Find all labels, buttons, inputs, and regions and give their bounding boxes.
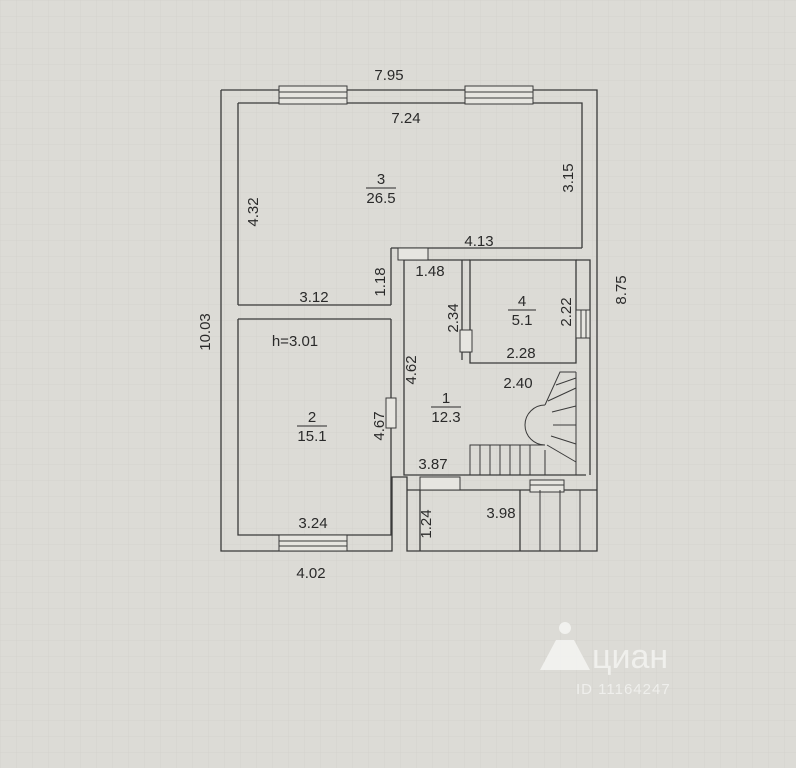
door-entrance bbox=[419, 476, 461, 491]
window-porch bbox=[529, 479, 565, 493]
ceiling-height: h=3.01 bbox=[272, 333, 318, 350]
dim-bottom-inner: 3.24 bbox=[298, 515, 327, 532]
dim-partition-height: 1.18 bbox=[372, 267, 389, 296]
room-area: 26.5 bbox=[366, 190, 395, 207]
staircase bbox=[469, 371, 577, 475]
door-room3 bbox=[397, 247, 429, 261]
room-number: 1 bbox=[442, 390, 450, 407]
room-2-label: 2 15.1 bbox=[297, 409, 327, 445]
doors bbox=[385, 247, 473, 491]
dim-room4-left: 2.34 bbox=[445, 303, 462, 332]
porch-steps bbox=[539, 490, 581, 551]
room-area: 5.1 bbox=[512, 312, 533, 329]
dim-corridor-top: 1.48 bbox=[415, 263, 444, 280]
dim-room3-left: 4.32 bbox=[245, 197, 262, 226]
room-number: 3 bbox=[377, 171, 385, 188]
dim-inner-width-top: 7.24 bbox=[391, 110, 420, 127]
dim-porch-width: 3.98 bbox=[486, 505, 515, 522]
dimension-labels: 7.95 7.24 10.03 8.75 4.32 3.15 4.13 1.18… bbox=[197, 67, 630, 582]
dim-porch-height: 1.24 bbox=[418, 509, 435, 538]
window-top-left bbox=[278, 85, 348, 105]
room-number: 2 bbox=[308, 409, 316, 426]
dim-room3-right: 3.15 bbox=[560, 163, 577, 192]
room-1-label: 1 12.3 bbox=[431, 390, 461, 426]
window-top-right bbox=[464, 85, 534, 105]
windows bbox=[278, 85, 591, 552]
room-number: 4 bbox=[518, 293, 526, 310]
dim-stair-width: 2.40 bbox=[503, 375, 532, 392]
room-area: 12.3 bbox=[431, 409, 460, 426]
watermark-brand: циан bbox=[592, 638, 668, 676]
cian-logo-icon bbox=[540, 622, 590, 670]
watermark-listing-id: ID 11164247 bbox=[576, 681, 671, 698]
door-room4 bbox=[459, 329, 473, 353]
room-4-label: 4 5.1 bbox=[508, 293, 536, 329]
window-bottom bbox=[278, 534, 348, 552]
room-area: 15.1 bbox=[297, 428, 326, 445]
dim-corridor-height: 4.62 bbox=[403, 355, 420, 384]
cian-watermark: циан ID 11164247 bbox=[540, 622, 671, 698]
dim-room4-bottom: 2.28 bbox=[506, 345, 535, 362]
door-room2 bbox=[385, 397, 397, 429]
dim-outer-height-left: 10.03 bbox=[197, 313, 214, 351]
room-3-label: 3 26.5 bbox=[366, 171, 396, 207]
window-right bbox=[575, 309, 591, 339]
dim-room2-right: 4.67 bbox=[371, 411, 388, 440]
dim-partition-top: 4.13 bbox=[464, 233, 493, 250]
dim-outer-width-top: 7.95 bbox=[374, 67, 403, 84]
dim-outer-height-right: 8.75 bbox=[613, 275, 630, 304]
dim-room4-right: 2.22 bbox=[558, 297, 575, 326]
dim-corridor-bottom: 3.87 bbox=[418, 456, 447, 473]
dim-bottom-outer: 4.02 bbox=[296, 565, 325, 582]
dim-room2-top: 3.12 bbox=[299, 289, 328, 306]
